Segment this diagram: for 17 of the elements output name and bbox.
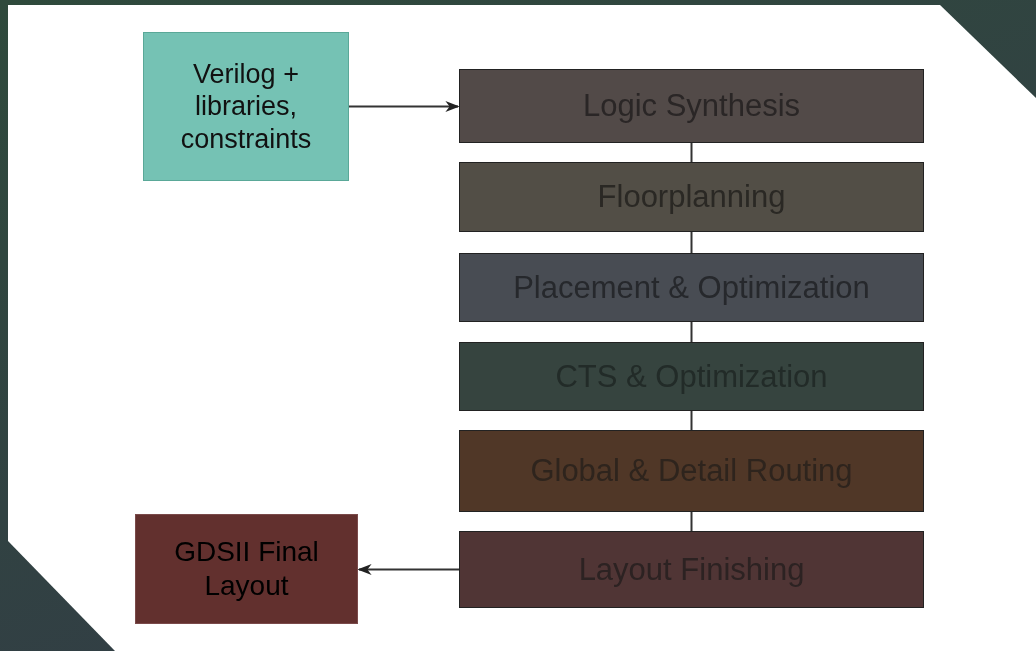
process-box [459,69,924,143]
process-box [459,253,924,322]
process-box [143,32,349,181]
process-box [459,342,924,411]
box-label: Verilog + libraries, constraints [179,57,313,156]
process-box [135,514,358,624]
process-box [459,531,924,608]
connector-line [690,231,693,254]
connector-line [690,410,693,431]
arrow [357,563,460,576]
box-label: GDSII Final Layout [173,535,320,603]
process-box [459,430,924,512]
connector-line [690,511,693,532]
connector-line [690,321,693,343]
connector-line [690,142,693,163]
process-box [459,162,924,232]
arrow [348,100,460,113]
